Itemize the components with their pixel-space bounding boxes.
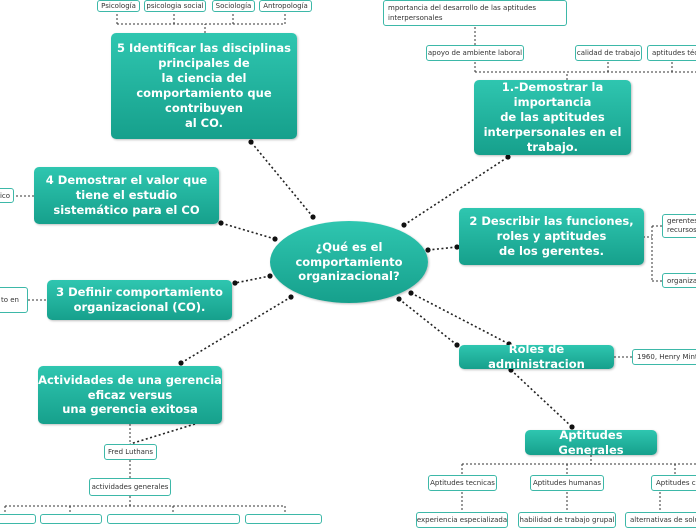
objective-3-tag[interactable]: to en bbox=[0, 287, 28, 313]
importancia-aptitudes-tag[interactable]: mportancia del desarrollo de las aptitud… bbox=[383, 0, 567, 26]
experiencia-especializada-tag[interactable]: experiencia especializada bbox=[416, 512, 508, 528]
actividades-gerencia-node[interactable]: Actividades de una gerencia eficaz versu… bbox=[38, 366, 222, 424]
actividad-subtag-3[interactable] bbox=[107, 514, 240, 524]
objective-2-node[interactable]: 2 Describir las funciones, roles y aptit… bbox=[459, 208, 644, 265]
objective-3-node[interactable]: 3 Definir comportamiento organizacional … bbox=[47, 280, 232, 320]
central-question-node[interactable]: ¿Qué es el comportamiento organizacional… bbox=[270, 221, 428, 303]
aptitudes-humanas-tag[interactable]: Aptitudes humanas bbox=[530, 475, 604, 491]
mintzberg-tag[interactable]: 1960, Henry Mintzb bbox=[632, 349, 696, 365]
actividad-subtag-4[interactable] bbox=[245, 514, 322, 524]
trabajo-grupal-tag[interactable]: habilidad de trabajo grupal bbox=[518, 512, 616, 528]
discipline-sociologia[interactable]: Sociología bbox=[212, 0, 255, 12]
objective-4-node[interactable]: 4 Demostrar el valor que tiene el estudi… bbox=[34, 167, 219, 224]
objective-4-tag[interactable]: ico bbox=[0, 188, 14, 203]
discipline-antropologia[interactable]: Antropología bbox=[259, 0, 312, 12]
gerentes-recursos-tag[interactable]: gerentes: recursos bbox=[662, 214, 696, 238]
discipline-psicologia[interactable]: Psicología bbox=[97, 0, 140, 12]
objective-1-node[interactable]: 1.-Demostrar la importancia de las aptit… bbox=[474, 80, 631, 155]
roles-administracion-node[interactable]: Roles de administracion bbox=[459, 342, 614, 371]
actividades-generales-tag[interactable]: actividades generales bbox=[89, 478, 171, 496]
organiza-tag[interactable]: organiza bbox=[662, 273, 696, 288]
objective-5-node[interactable]: 5 Identificar las disciplinas principale… bbox=[111, 33, 297, 139]
calidad-trabajo-tag[interactable]: calidad de trabajo bbox=[575, 45, 642, 61]
actividad-subtag-2[interactable] bbox=[40, 514, 102, 524]
aptitudes-tecnicas-top-tag[interactable]: aptitudes técnic bbox=[647, 45, 696, 61]
aptitudes-conceptuales-tag[interactable]: Aptitudes co bbox=[651, 475, 696, 491]
apoyo-ambiente-tag[interactable]: apoyo de ambiente laboral bbox=[426, 45, 524, 61]
alternativas-solucion-tag[interactable]: alternativas de solu bbox=[625, 512, 696, 528]
actividad-subtag-1[interactable] bbox=[0, 514, 36, 524]
aptitudes-tecnicas-tag[interactable]: Aptitudes tecnicas bbox=[428, 475, 497, 491]
aptitudes-generales-node[interactable]: Aptitudes Generales bbox=[525, 428, 657, 457]
discipline-psicologia-social[interactable]: psicologia social bbox=[144, 0, 206, 12]
fred-luthans-tag[interactable]: Fred Luthans bbox=[104, 444, 157, 460]
